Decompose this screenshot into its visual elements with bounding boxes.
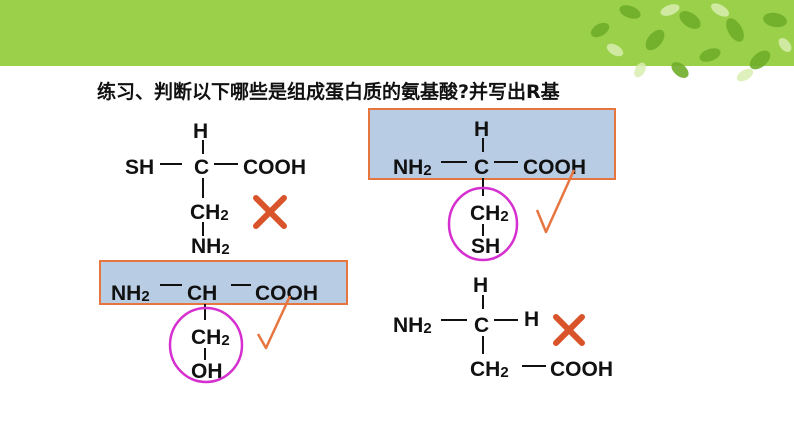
m4-bond-h-top	[482, 295, 484, 309]
leaves-decoration	[590, 3, 792, 82]
m2-r-group-circle	[168, 306, 244, 384]
m2-check-mark	[256, 295, 292, 350]
m1-cooh: COOH	[243, 156, 306, 179]
m1-sh: SH	[125, 156, 155, 179]
m3-cooh: COOH	[523, 156, 586, 179]
m3-r-group-circle	[447, 186, 519, 262]
m3-highlight-box	[368, 108, 616, 180]
m3-sh: SH	[471, 235, 501, 258]
m4-ch2: CH2	[470, 358, 509, 381]
m4-c: C	[474, 314, 490, 337]
m2-cooh: COOH	[255, 282, 318, 305]
m1-c: C	[194, 156, 210, 179]
m4-h-top: H	[473, 274, 489, 297]
m2-nh2: NH2	[111, 282, 150, 305]
m3-nh2: NH2	[393, 156, 432, 179]
m3-c: C	[474, 156, 490, 179]
m2-ch2: CH2	[191, 326, 230, 349]
m3-h: H	[474, 118, 490, 141]
m2-ch: CH	[187, 282, 218, 305]
m4-cross-icon	[553, 314, 585, 346]
m1-h: H	[193, 120, 209, 143]
question-text: 练习、判断以下哪些是组成蛋白质的氨基酸?并写出R基	[97, 81, 560, 103]
m4-nh2: NH2	[393, 314, 432, 337]
m2-bond-cooh	[231, 284, 251, 286]
m2-bond-nh2	[160, 284, 182, 286]
m4-bond-cooh	[522, 365, 546, 367]
m1-ch2: CH2	[190, 201, 229, 224]
m4-bond-h-right	[494, 319, 518, 321]
m4-cooh: COOH	[550, 358, 613, 381]
m1-bond-sh	[160, 163, 182, 165]
m1-bond-h	[202, 140, 204, 154]
m1-bond-cooh	[214, 163, 238, 165]
m2-oh: OH	[191, 360, 223, 383]
m1-bond-nh2	[202, 222, 204, 236]
m1-cross-icon	[253, 195, 287, 229]
m4-bond-ch2	[482, 336, 484, 354]
m3-bond-sh	[482, 224, 484, 236]
m2-highlight-box	[99, 260, 348, 305]
m1-bond-ch2	[202, 178, 204, 198]
m4-bond-nh2	[441, 319, 467, 321]
m3-bond-nh2	[441, 161, 467, 163]
m1-nh2: NH2	[191, 235, 230, 258]
m3-ch2: CH2	[470, 202, 509, 225]
m4-h-right: H	[524, 308, 540, 331]
m2-bond-ch2	[204, 304, 206, 320]
m2-bond-oh	[204, 348, 206, 360]
m3-bond-cooh	[494, 161, 518, 163]
m3-check-mark	[535, 169, 576, 234]
m3-bond-h	[482, 138, 484, 152]
